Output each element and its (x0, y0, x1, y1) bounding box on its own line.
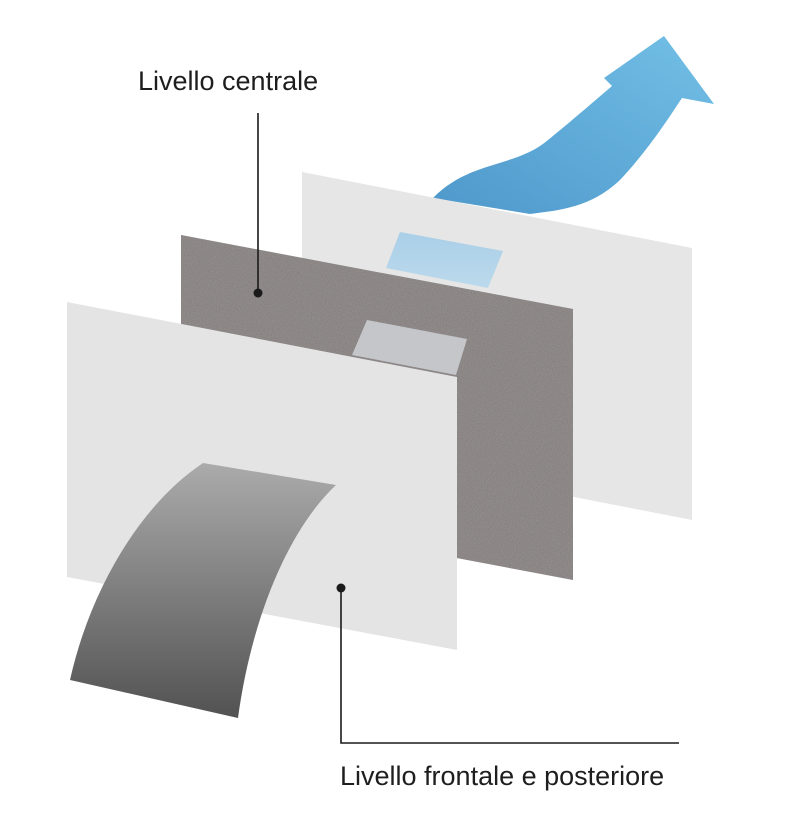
leader-line-front (340, 588, 679, 744)
back-layer-passage (386, 232, 503, 288)
airflow-arrow (433, 36, 714, 214)
leader-dot-middle (253, 288, 263, 298)
label-front-back-layer: Livello frontale e posteriore (340, 761, 664, 791)
middle-layer-passage (352, 320, 467, 375)
peeling-strip (70, 463, 336, 718)
label-middle-layer: Livello centrale (138, 66, 318, 96)
